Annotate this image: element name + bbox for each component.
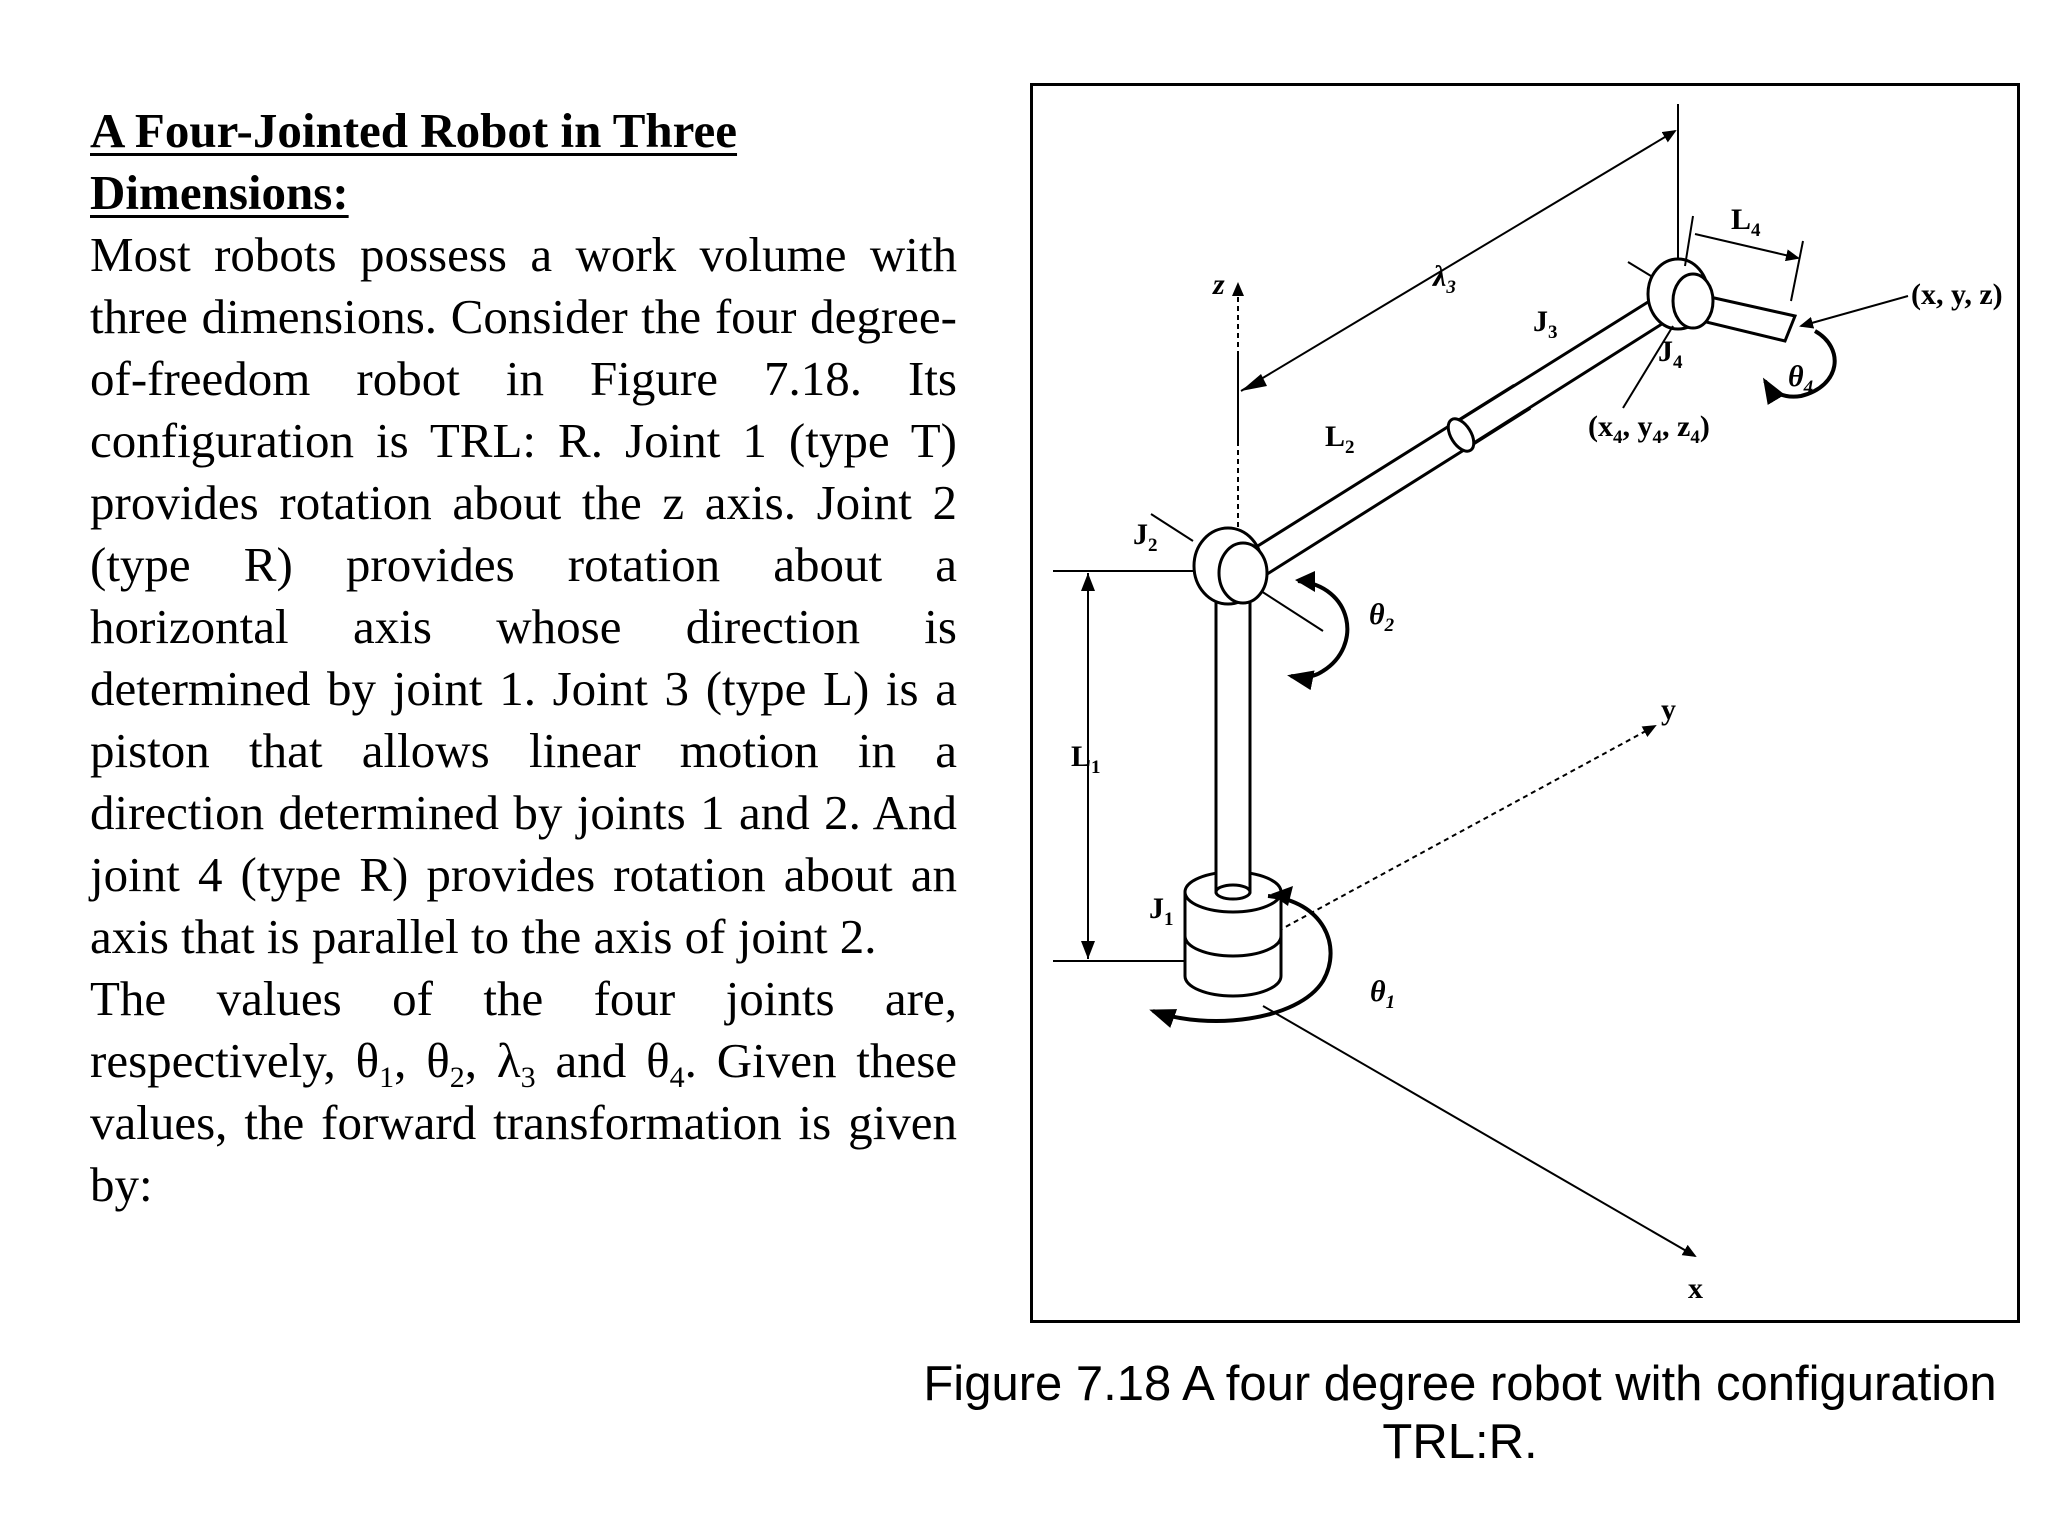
end-point-leader bbox=[1799, 295, 1909, 329]
l4-ext-left bbox=[1684, 215, 1694, 267]
separator-1: , bbox=[394, 1033, 427, 1088]
section-heading: A Four-Jointed Robot in Three Dimensions… bbox=[90, 103, 738, 220]
joint-2 bbox=[1192, 526, 1269, 606]
lambda-3-dimension-line bbox=[1240, 129, 1677, 392]
joint-values-tail: . Given these values, the forward transf… bbox=[90, 1033, 958, 1212]
figure-caption: Figure 7.18 A four degree robot with con… bbox=[880, 1355, 2040, 1471]
wrist-point-label: (x4, y4, z4) bbox=[1588, 410, 1710, 448]
theta-1-subscript: 1 bbox=[379, 1061, 395, 1094]
z-axis-label: z bbox=[1212, 268, 1225, 301]
theta-4-label: θ4 bbox=[1788, 360, 1813, 398]
theta-1-symbol: θ bbox=[355, 1033, 380, 1088]
end-point-label: (x, y, z) bbox=[1911, 278, 2003, 311]
theta-2-label: θ2 bbox=[1369, 598, 1395, 636]
theta-2-arrow-tip-top bbox=[1295, 571, 1315, 592]
figure-caption-line-1: Figure 7.18 A four degree robot with con… bbox=[923, 1357, 1997, 1411]
l4-dimension-line bbox=[1694, 233, 1800, 262]
lambda-3-arrow-left bbox=[1241, 374, 1267, 391]
piston-collar bbox=[1446, 417, 1476, 453]
l1-label: L1 bbox=[1071, 740, 1101, 778]
j4-label: J4 bbox=[1658, 335, 1683, 373]
robot-diagram: z y x L1 J1 θ1 bbox=[1053, 104, 2003, 1305]
lambda-3-label: λ3 bbox=[1431, 260, 1456, 298]
l4-ext-right bbox=[1790, 240, 1804, 302]
theta-1-arrow-tip-top bbox=[1271, 886, 1293, 906]
joint-2-axis bbox=[1150, 513, 1194, 542]
lambda-3-symbol: λ bbox=[496, 1033, 521, 1088]
separator-2: , bbox=[464, 1033, 497, 1088]
and-word: and bbox=[535, 1033, 647, 1088]
theta-4-symbol: θ bbox=[646, 1033, 670, 1088]
theta-2-symbol: θ bbox=[426, 1033, 450, 1088]
column-top-cap bbox=[1214, 883, 1252, 901]
theta-4-subscript: 4 bbox=[669, 1061, 685, 1094]
theta-1-label: θ1 bbox=[1370, 975, 1395, 1013]
l1-arrow-bottom bbox=[1081, 941, 1095, 959]
wrist-point-leader bbox=[1622, 325, 1674, 409]
theta-4-rotation-arrow bbox=[1762, 329, 1837, 406]
joint-4-axis bbox=[1627, 261, 1652, 277]
j2-label: J2 bbox=[1133, 518, 1158, 556]
l4-label: L4 bbox=[1731, 203, 1761, 241]
y-axis-label: y bbox=[1661, 693, 1676, 726]
j1-label: J1 bbox=[1149, 892, 1174, 930]
figure-caption-line-2: TRL:R. bbox=[1382, 1415, 1538, 1469]
l1-arrow-top bbox=[1081, 573, 1095, 591]
robot-figure: z y x L1 J1 θ1 bbox=[1030, 83, 2020, 1323]
vertical-column bbox=[1214, 589, 1252, 894]
lambda-3-subscript: 3 bbox=[520, 1061, 536, 1094]
y-axis-line bbox=[1277, 725, 1657, 932]
text-column: A Four-Jointed Robot in Three Dimensions… bbox=[90, 100, 957, 1216]
x-axis-line bbox=[1262, 1005, 1697, 1258]
x-axis-label: x bbox=[1688, 1272, 1703, 1305]
joint-4 bbox=[1646, 257, 1715, 331]
joint-values-paragraph: The values of the four joints are, respe… bbox=[90, 968, 957, 1216]
joint-values-lead: The values of the four joints are, respe… bbox=[90, 971, 957, 1088]
l2-label: L2 bbox=[1325, 420, 1355, 458]
joint-2-axis-ext bbox=[1260, 590, 1324, 632]
intro-paragraph: Most robots possess a work volume with t… bbox=[90, 227, 957, 964]
theta-2-rotation-arrow bbox=[1287, 579, 1350, 691]
theta-2-subscript: 2 bbox=[449, 1061, 465, 1094]
theta-1-rotation-arrow bbox=[1149, 894, 1333, 1028]
j3-label: J3 bbox=[1533, 305, 1558, 343]
